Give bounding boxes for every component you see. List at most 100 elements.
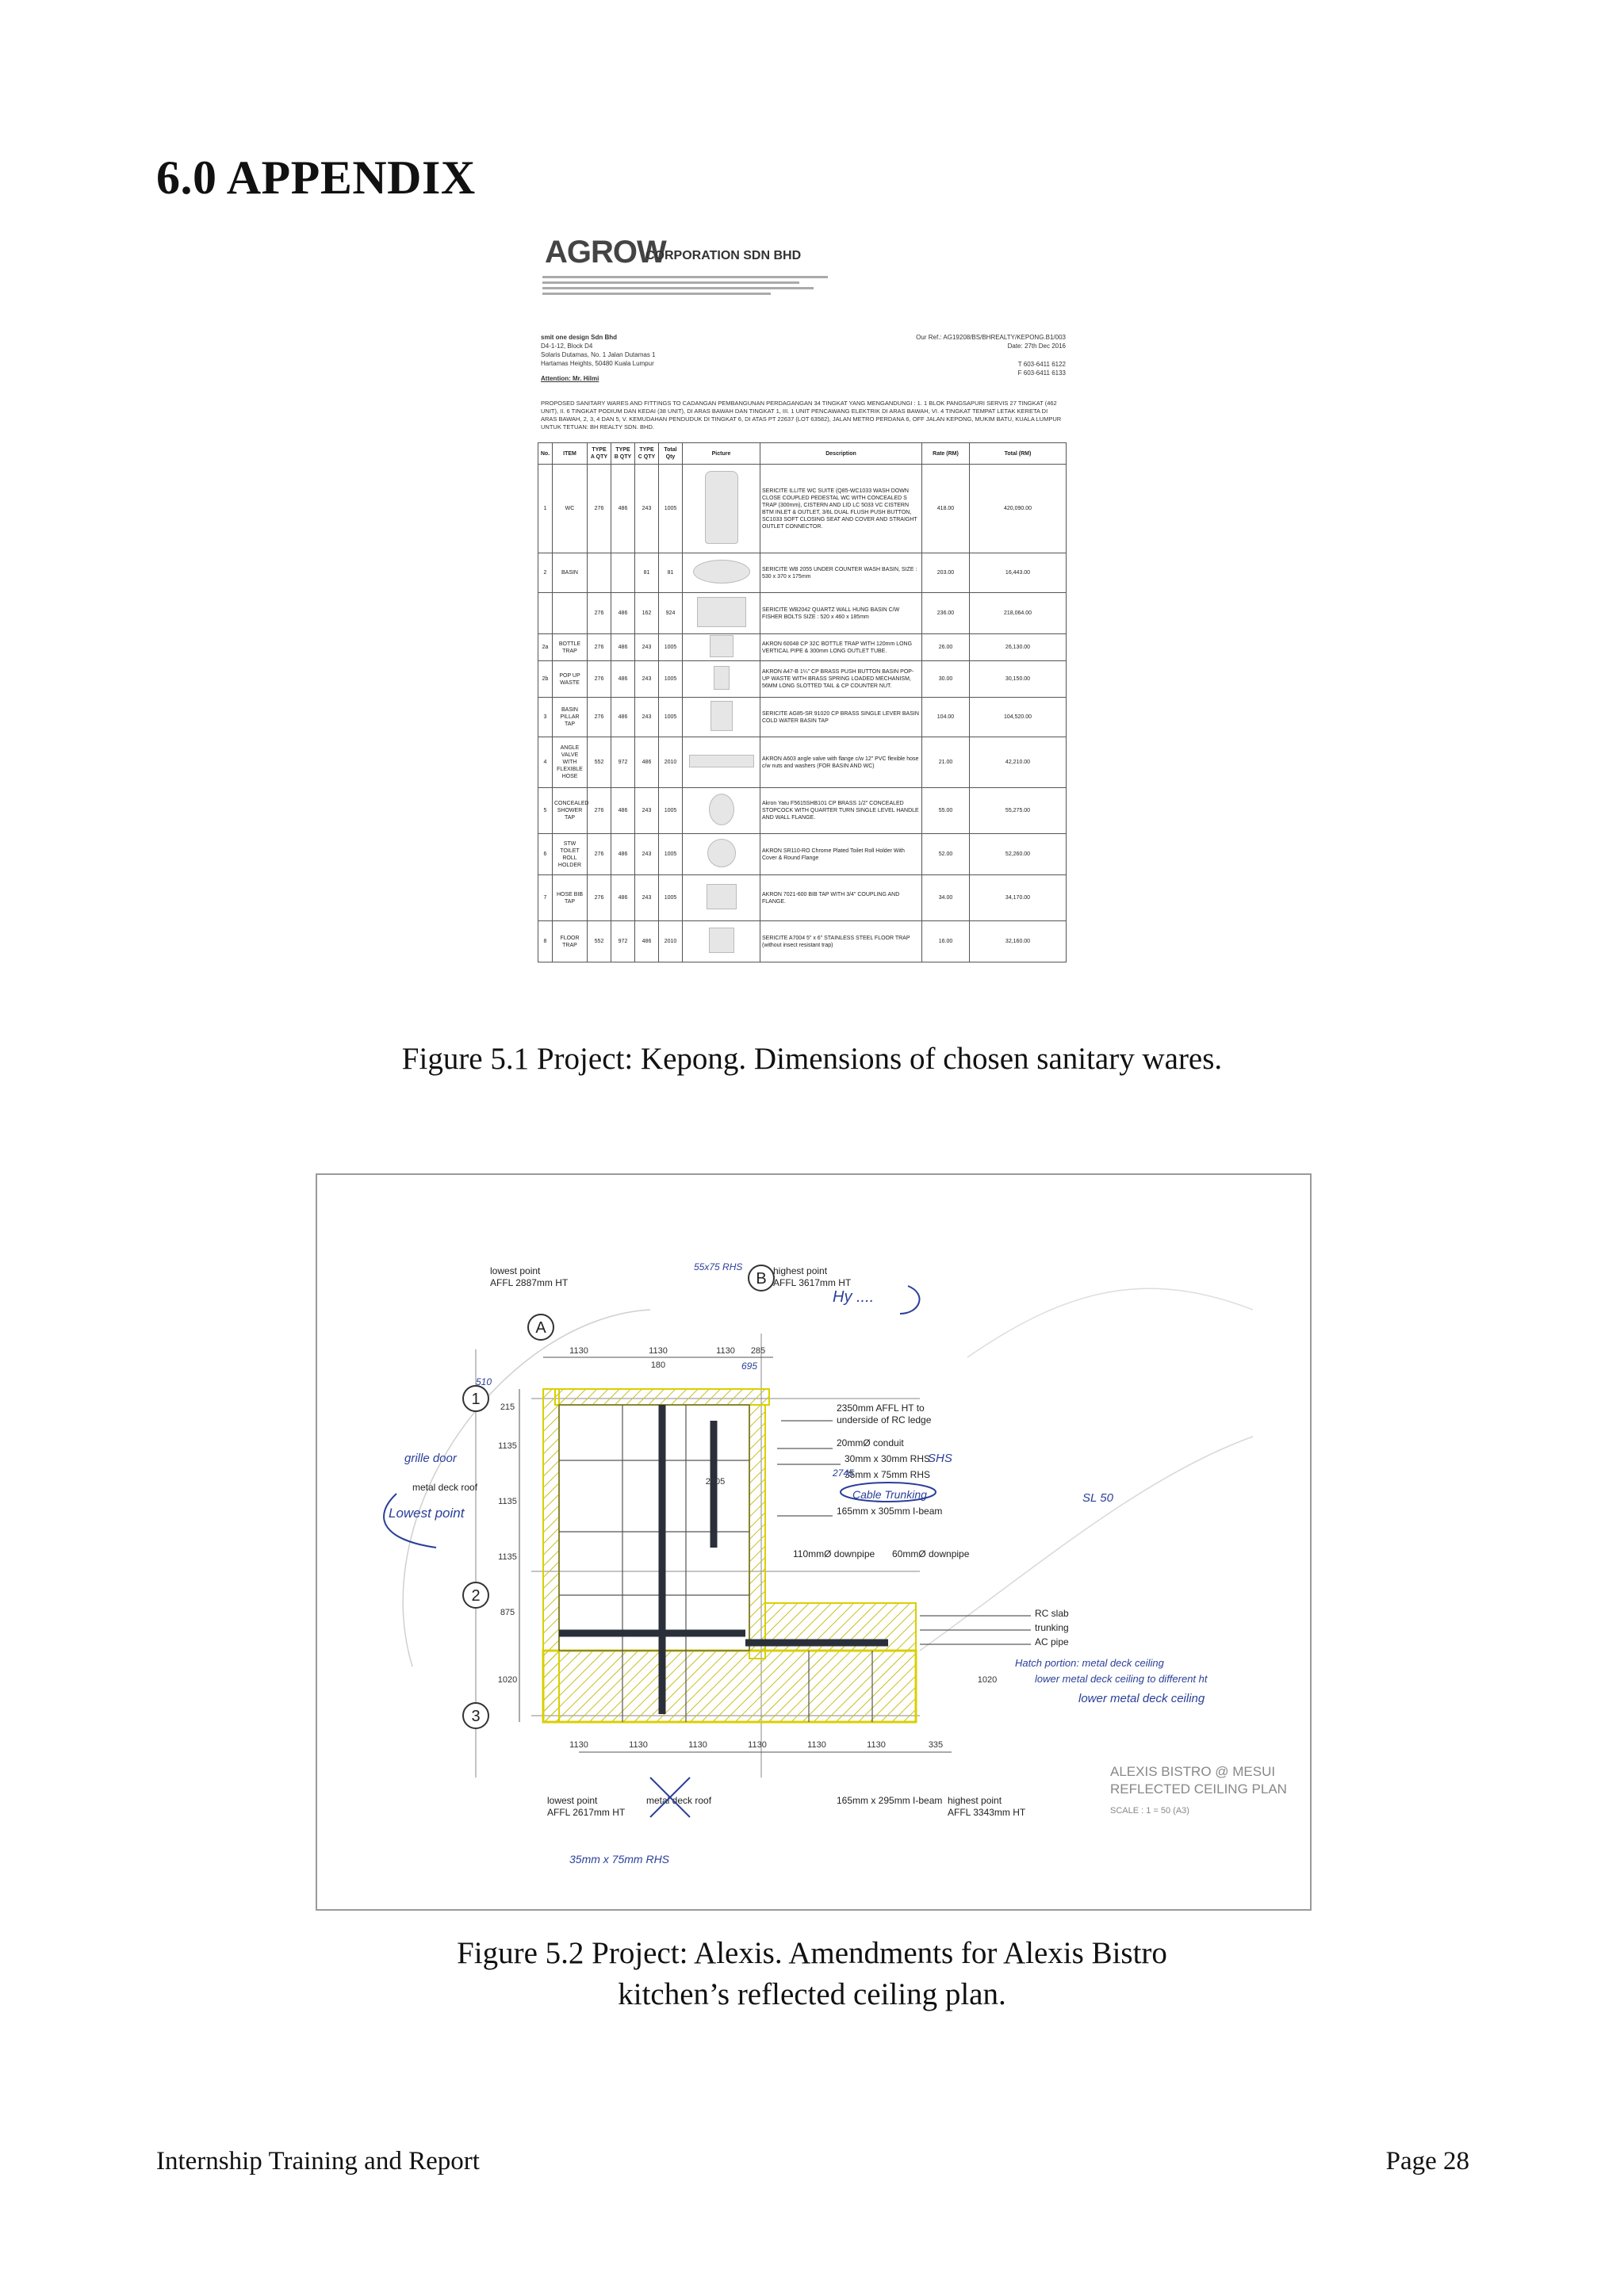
svg-text:20mmØ conduit: 20mmØ conduit xyxy=(837,1437,904,1448)
svg-text:Hatch portion: metal deck ceil: Hatch portion: metal deck ceiling xyxy=(1015,1657,1165,1669)
shower-tap-picture xyxy=(708,794,734,825)
svg-text:lowest point: lowest point xyxy=(547,1795,598,1806)
svg-text:1130: 1130 xyxy=(629,1740,648,1750)
column-header: TYPE A QTY xyxy=(587,442,611,465)
svg-text:RC slab: RC slab xyxy=(1035,1608,1069,1619)
svg-text:SHS: SHS xyxy=(928,1452,952,1465)
svg-text:510: 510 xyxy=(476,1376,492,1387)
svg-text:1020: 1020 xyxy=(978,1675,997,1685)
column-header: Total (RM) xyxy=(969,442,1067,465)
bib-tap-picture xyxy=(706,884,737,909)
grid-bubble-1 xyxy=(462,1385,489,1412)
svg-text:metal deck roof: metal deck roof xyxy=(412,1482,478,1493)
svg-text:grille door: grille door xyxy=(404,1452,458,1465)
svg-text:30mm x 30mm RHS: 30mm x 30mm RHS xyxy=(845,1453,930,1464)
svg-text:2: 2 xyxy=(471,1587,480,1605)
column-header: Picture xyxy=(682,442,760,465)
company-name: CORPORATION SDN BHD xyxy=(645,249,802,262)
company-address-lines xyxy=(542,276,828,298)
drawing-title-1: ALEXIS BISTRO @ MESUI xyxy=(1110,1764,1275,1779)
column-header: No. xyxy=(538,442,553,465)
hatched-lower-ceiling xyxy=(542,1649,917,1724)
bottle-trap-picture xyxy=(709,635,733,657)
page-heading: 6.0 APPENDIX xyxy=(156,151,476,204)
quotation-document: AGROW CORPORATION SDN BHD smit one desig… xyxy=(533,232,1072,983)
svg-text:3: 3 xyxy=(471,1708,480,1725)
svg-text:1130: 1130 xyxy=(748,1740,767,1750)
svg-text:35mm x 75mm RHS: 35mm x 75mm RHS xyxy=(569,1853,670,1866)
svg-text:35mm x 75mm RHS: 35mm x 75mm RHS xyxy=(845,1469,930,1480)
svg-text:1135: 1135 xyxy=(498,1441,517,1451)
angle-valve-picture xyxy=(688,755,754,767)
recipient-block: smit one design Sdn Bhd D4-1-12, Block D… xyxy=(541,334,656,382)
table-header-row: No. ITEM TYPE A QTY TYPE B QTY TYPE C QT… xyxy=(538,442,1067,465)
svg-text:metal deck roof: metal deck roof xyxy=(646,1795,712,1806)
svg-text:215: 215 xyxy=(500,1402,515,1412)
pop-up-waste-picture xyxy=(713,666,730,690)
column-header: ITEM xyxy=(552,442,588,465)
svg-text:2705: 2705 xyxy=(706,1477,725,1487)
column-header: TYPE C QTY xyxy=(634,442,659,465)
svg-text:1130: 1130 xyxy=(569,1346,588,1356)
footer-title: Internship Training and Report xyxy=(156,2147,480,2175)
reference-block: Our Ref.: AG19208/BS/BHREALTY/KEPONG.B1/… xyxy=(916,334,1066,377)
toilet-roll-holder-picture xyxy=(707,839,736,867)
svg-text:1020: 1020 xyxy=(498,1675,517,1685)
svg-text:lowest point: lowest point xyxy=(490,1265,541,1276)
column-header: Rate (RM) xyxy=(921,442,970,465)
svg-text:1130: 1130 xyxy=(688,1740,707,1750)
drawing-title-2: REFLECTED CEILING PLAN xyxy=(1110,1781,1287,1797)
page-number: Page 28 xyxy=(1385,2147,1469,2175)
column-header: Total Qty xyxy=(658,442,683,465)
svg-text:highest point: highest point xyxy=(948,1795,1002,1806)
svg-text:1130: 1130 xyxy=(569,1740,588,1750)
svg-text:695: 695 xyxy=(741,1360,757,1372)
svg-text:2745: 2745 xyxy=(832,1468,854,1479)
figure-5-2-caption-line-1: Figure 5.2 Project: Alexis. Amendments f… xyxy=(457,1936,1167,1970)
svg-text:Cable Trunking: Cable Trunking xyxy=(852,1488,927,1501)
svg-text:AFFL 3617mm HT: AFFL 3617mm HT xyxy=(773,1277,852,1288)
svg-text:1130: 1130 xyxy=(867,1740,886,1750)
svg-text:55x75 RHS: 55x75 RHS xyxy=(694,1261,742,1272)
svg-text:165mm x 295mm I-beam: 165mm x 295mm I-beam xyxy=(837,1795,942,1806)
column-header: TYPE B QTY xyxy=(611,442,635,465)
grid-bubble-3 xyxy=(462,1702,489,1729)
company-logo: AGROW xyxy=(545,235,667,270)
floor-trap-picture xyxy=(708,928,734,953)
svg-text:AC pipe: AC pipe xyxy=(1035,1636,1069,1647)
svg-text:trunking: trunking xyxy=(1035,1622,1069,1633)
grid-bubble-2 xyxy=(462,1582,489,1609)
svg-text:285: 285 xyxy=(751,1346,765,1356)
svg-text:AFFL 2887mm HT: AFFL 2887mm HT xyxy=(490,1277,569,1288)
grid-bubble-a xyxy=(527,1314,554,1341)
ceiling-plan-drawing: A B 1 2 3 xyxy=(316,1173,1312,1911)
figure-5-2-caption-line-2: kitchen’s reflected ceiling plan. xyxy=(618,1977,1006,2011)
basin-picture xyxy=(692,560,750,584)
svg-text:1130: 1130 xyxy=(807,1740,826,1750)
quotation-subject: PROPOSED SANITARY WARES AND FITTINGS TO … xyxy=(541,400,1062,430)
ceiling-plan-svg: A B 1 2 3 xyxy=(383,1261,1287,1866)
quotation-table: No. ITEM TYPE A QTY TYPE B QTY TYPE C QT… xyxy=(538,442,1067,962)
svg-text:110mmØ downpipe: 110mmØ downpipe xyxy=(793,1548,875,1559)
svg-text:875: 875 xyxy=(500,1608,515,1617)
svg-text:165mm x 305mm I-beam: 165mm x 305mm I-beam xyxy=(837,1506,942,1517)
svg-text:1: 1 xyxy=(471,1391,480,1408)
wall-basin-picture xyxy=(696,597,746,627)
svg-text:1130: 1130 xyxy=(649,1346,668,1356)
column-header: Description xyxy=(760,442,922,465)
svg-text:1135: 1135 xyxy=(498,1552,517,1562)
figure-5-1-caption: Figure 5.1 Project: Kepong. Dimensions o… xyxy=(401,1042,1223,1076)
svg-text:AFFL 3343mm HT: AFFL 3343mm HT xyxy=(948,1807,1026,1818)
svg-text:lower metal deck ceiling to di: lower metal deck ceiling to different ht xyxy=(1035,1673,1208,1685)
svg-text:335: 335 xyxy=(929,1740,943,1750)
wc-picture xyxy=(704,471,738,544)
svg-text:Lowest point: Lowest point xyxy=(389,1506,465,1521)
